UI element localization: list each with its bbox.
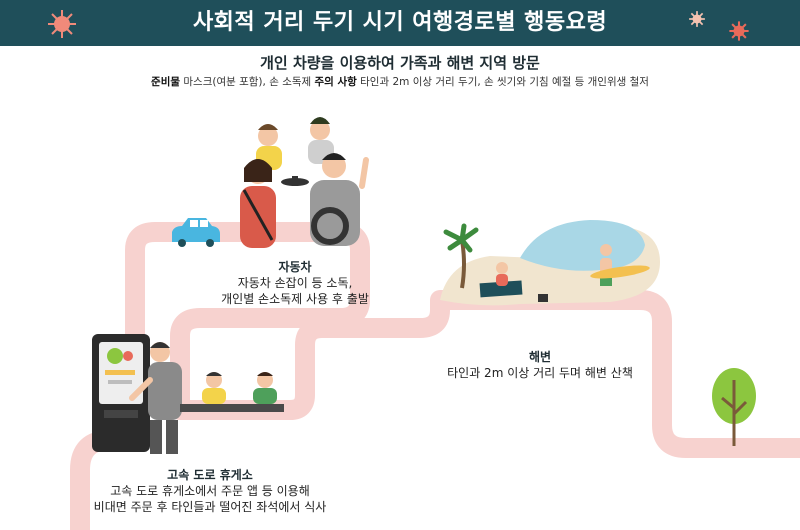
car-stop-line2: 개인별 손소독제 사용 후 출발	[221, 292, 369, 306]
customer-illustration	[129, 342, 182, 454]
caution-text: 타인과 2m 이상 거리 두기, 손 씻기와 기침 예절 등 개인위생 철저	[356, 76, 649, 88]
beach-stop-line1: 타인과 2m 이상 거리 두며 해변 산책	[447, 366, 633, 380]
kiosk-illustration	[92, 334, 150, 452]
subtitle: 개인 차량을 이용하여 가족과 해변 지역 방문	[260, 54, 540, 72]
caution-label: 주의 사항	[314, 76, 357, 88]
rest-area-stop-line1: 고속 도로 휴게소에서 주문 앱 등 이용해	[110, 484, 310, 498]
beach-stop-title: 해변	[528, 350, 552, 364]
dining-illustration	[180, 372, 284, 412]
prep-text: 마스크(여분 포함), 손 소독제	[180, 76, 315, 88]
virus-icon	[729, 21, 749, 41]
page-title: 사회적 거리 두기 시기 여행경로별 행동요령	[192, 10, 608, 35]
family-illustration	[240, 117, 369, 248]
car-icon	[172, 218, 220, 247]
car-stop-title: 자동차	[278, 260, 312, 274]
header-bar: 사회적 거리 두기 시기 여행경로별 행동요령	[0, 0, 800, 46]
virus-icon	[48, 10, 76, 38]
beach-stop-label: 해변 타인과 2m 이상 거리 두며 해변 산책	[420, 348, 660, 381]
beach-illustration	[440, 220, 660, 306]
preparation-note: 준비물 마스크(여분 포함), 손 소독제 주의 사항 타인과 2m 이상 거리…	[0, 74, 800, 89]
car-stop-line1: 자동차 손잡이 등 소독,	[237, 276, 353, 290]
rest-area-stop-line2: 비대면 주문 후 타인들과 떨어진 좌석에서 식사	[93, 500, 327, 514]
virus-icon	[689, 11, 705, 27]
car-stop-label: 자동차 자동차 손잡이 등 소독, 개인별 손소독제 사용 후 출발	[200, 258, 390, 307]
rest-area-stop-title: 고속 도로 휴게소	[167, 468, 253, 482]
tree-illustration	[712, 368, 756, 446]
rest-area-stop-label: 고속 도로 휴게소 고속 도로 휴게소에서 주문 앱 등 이용해 비대면 주문 …	[60, 466, 360, 515]
prep-label: 준비물	[151, 76, 181, 88]
